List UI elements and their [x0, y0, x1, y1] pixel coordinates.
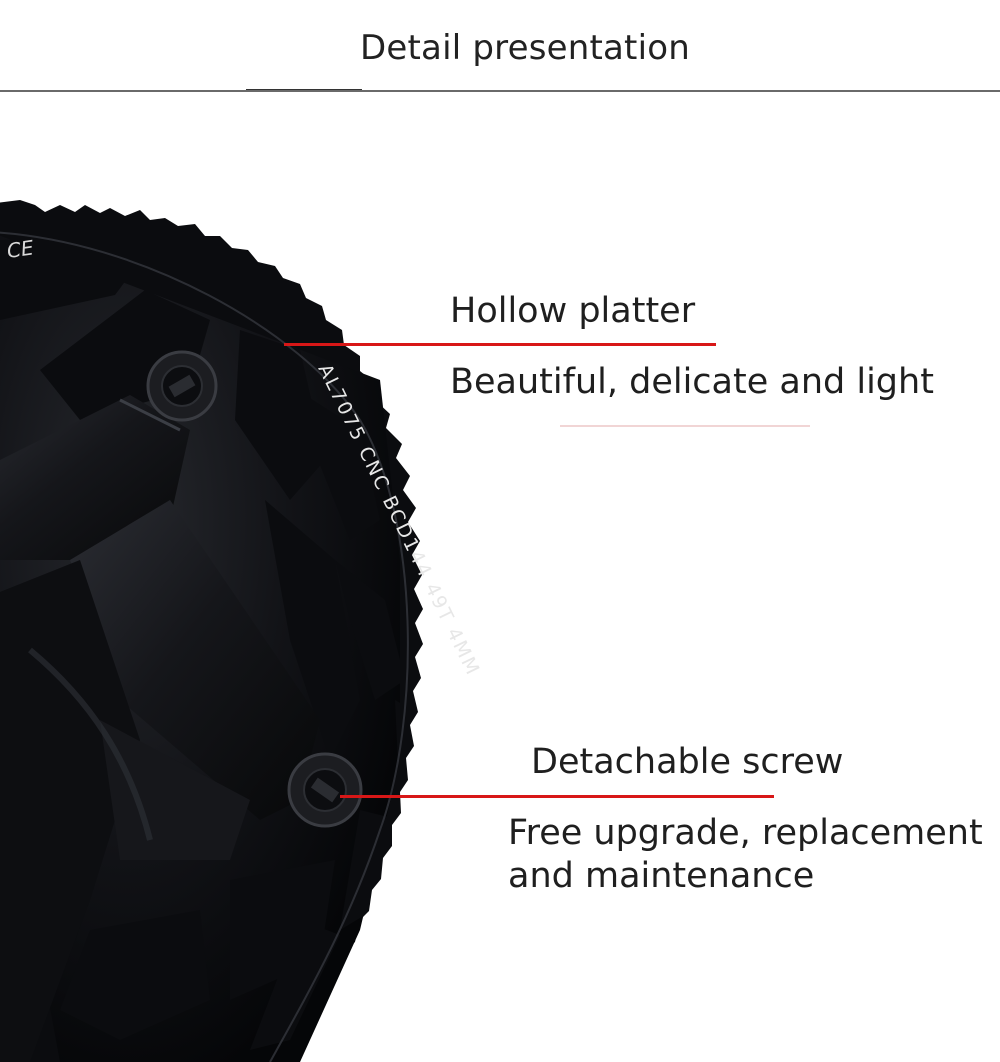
screw-callout-description-line-1: Free upgrade, replacement	[508, 813, 983, 853]
chainring-logo-partial: CE	[5, 235, 35, 263]
screw-callout-line	[340, 795, 774, 798]
chainring-product-image: AL7075 CNC BCD144 49T 4MM CE	[0, 190, 520, 1062]
hollow-callout-description: Beautiful, delicate and light	[450, 362, 934, 402]
chainring-bolt-bottom	[287, 752, 363, 828]
chainring-bolt-top	[146, 350, 218, 422]
screw-callout-title: Detachable screw	[531, 742, 844, 782]
screw-callout-description-line-2: and maintenance	[508, 856, 815, 896]
crank-spider	[0, 395, 320, 1062]
header: Detail presentation	[0, 0, 1000, 100]
hollow-callout-title: Hollow platter	[450, 291, 696, 331]
header-divider-accent	[246, 89, 362, 90]
chainring-illustration: AL7075 CNC BCD144 49T 4MM CE	[0, 200, 484, 1062]
page-title: Detail presentation	[360, 28, 690, 68]
hollow-callout-line	[284, 343, 716, 346]
header-divider	[0, 90, 1000, 92]
faint-accent-line	[560, 425, 810, 427]
